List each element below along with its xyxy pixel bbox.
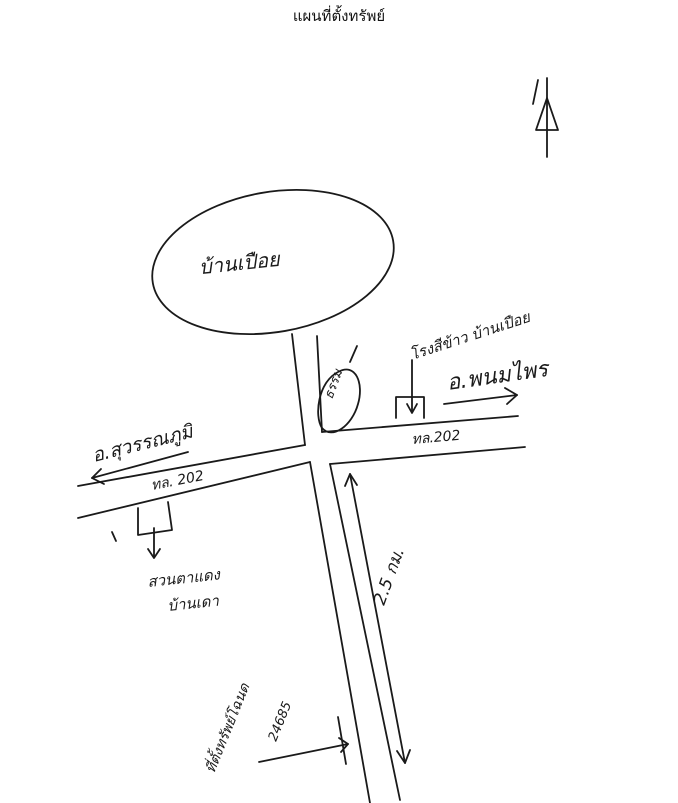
north-arrow-icon: N — [532, 77, 559, 158]
highway-202-east — [321, 415, 526, 465]
school-label-line1: สวนตาแดง — [147, 565, 223, 591]
phanom-phrai-label: อ.พนมไพร — [445, 356, 552, 396]
property-label-line2: 24685 — [266, 700, 295, 744]
suwannaphum-label: อ.สุวรรณภูมิ — [90, 420, 197, 467]
temple-label: ธรรม — [322, 366, 347, 401]
highway-202-west — [77, 444, 311, 519]
direction-arrow-phanom-phrai: อ.พนมไพร — [443, 356, 553, 405]
highway-label-east: ทล.202 — [411, 428, 461, 448]
property-marker: ที่ตั้งทรัพย์โฉนด 24685 — [200, 679, 349, 775]
temple-marker: ธรรม — [317, 345, 361, 434]
south-road — [309, 461, 401, 803]
school-label-line2: บ้านเดา — [167, 592, 221, 615]
school-marker: สวนตาแดง บ้านเดา — [111, 501, 223, 615]
distance-label: 2.5 กม. — [370, 545, 409, 608]
property-label-line1: ที่ตั้งทรัพย์โฉนด — [200, 679, 254, 775]
village-oval — [151, 188, 395, 336]
page-title: แผนที่ตั้งทรัพย์ — [292, 7, 386, 25]
village-label: บ้านเปือย — [198, 247, 282, 279]
rice-mill-label: โรงสีข้าว บ้านเปือย — [408, 308, 534, 364]
north-road — [291, 333, 323, 446]
